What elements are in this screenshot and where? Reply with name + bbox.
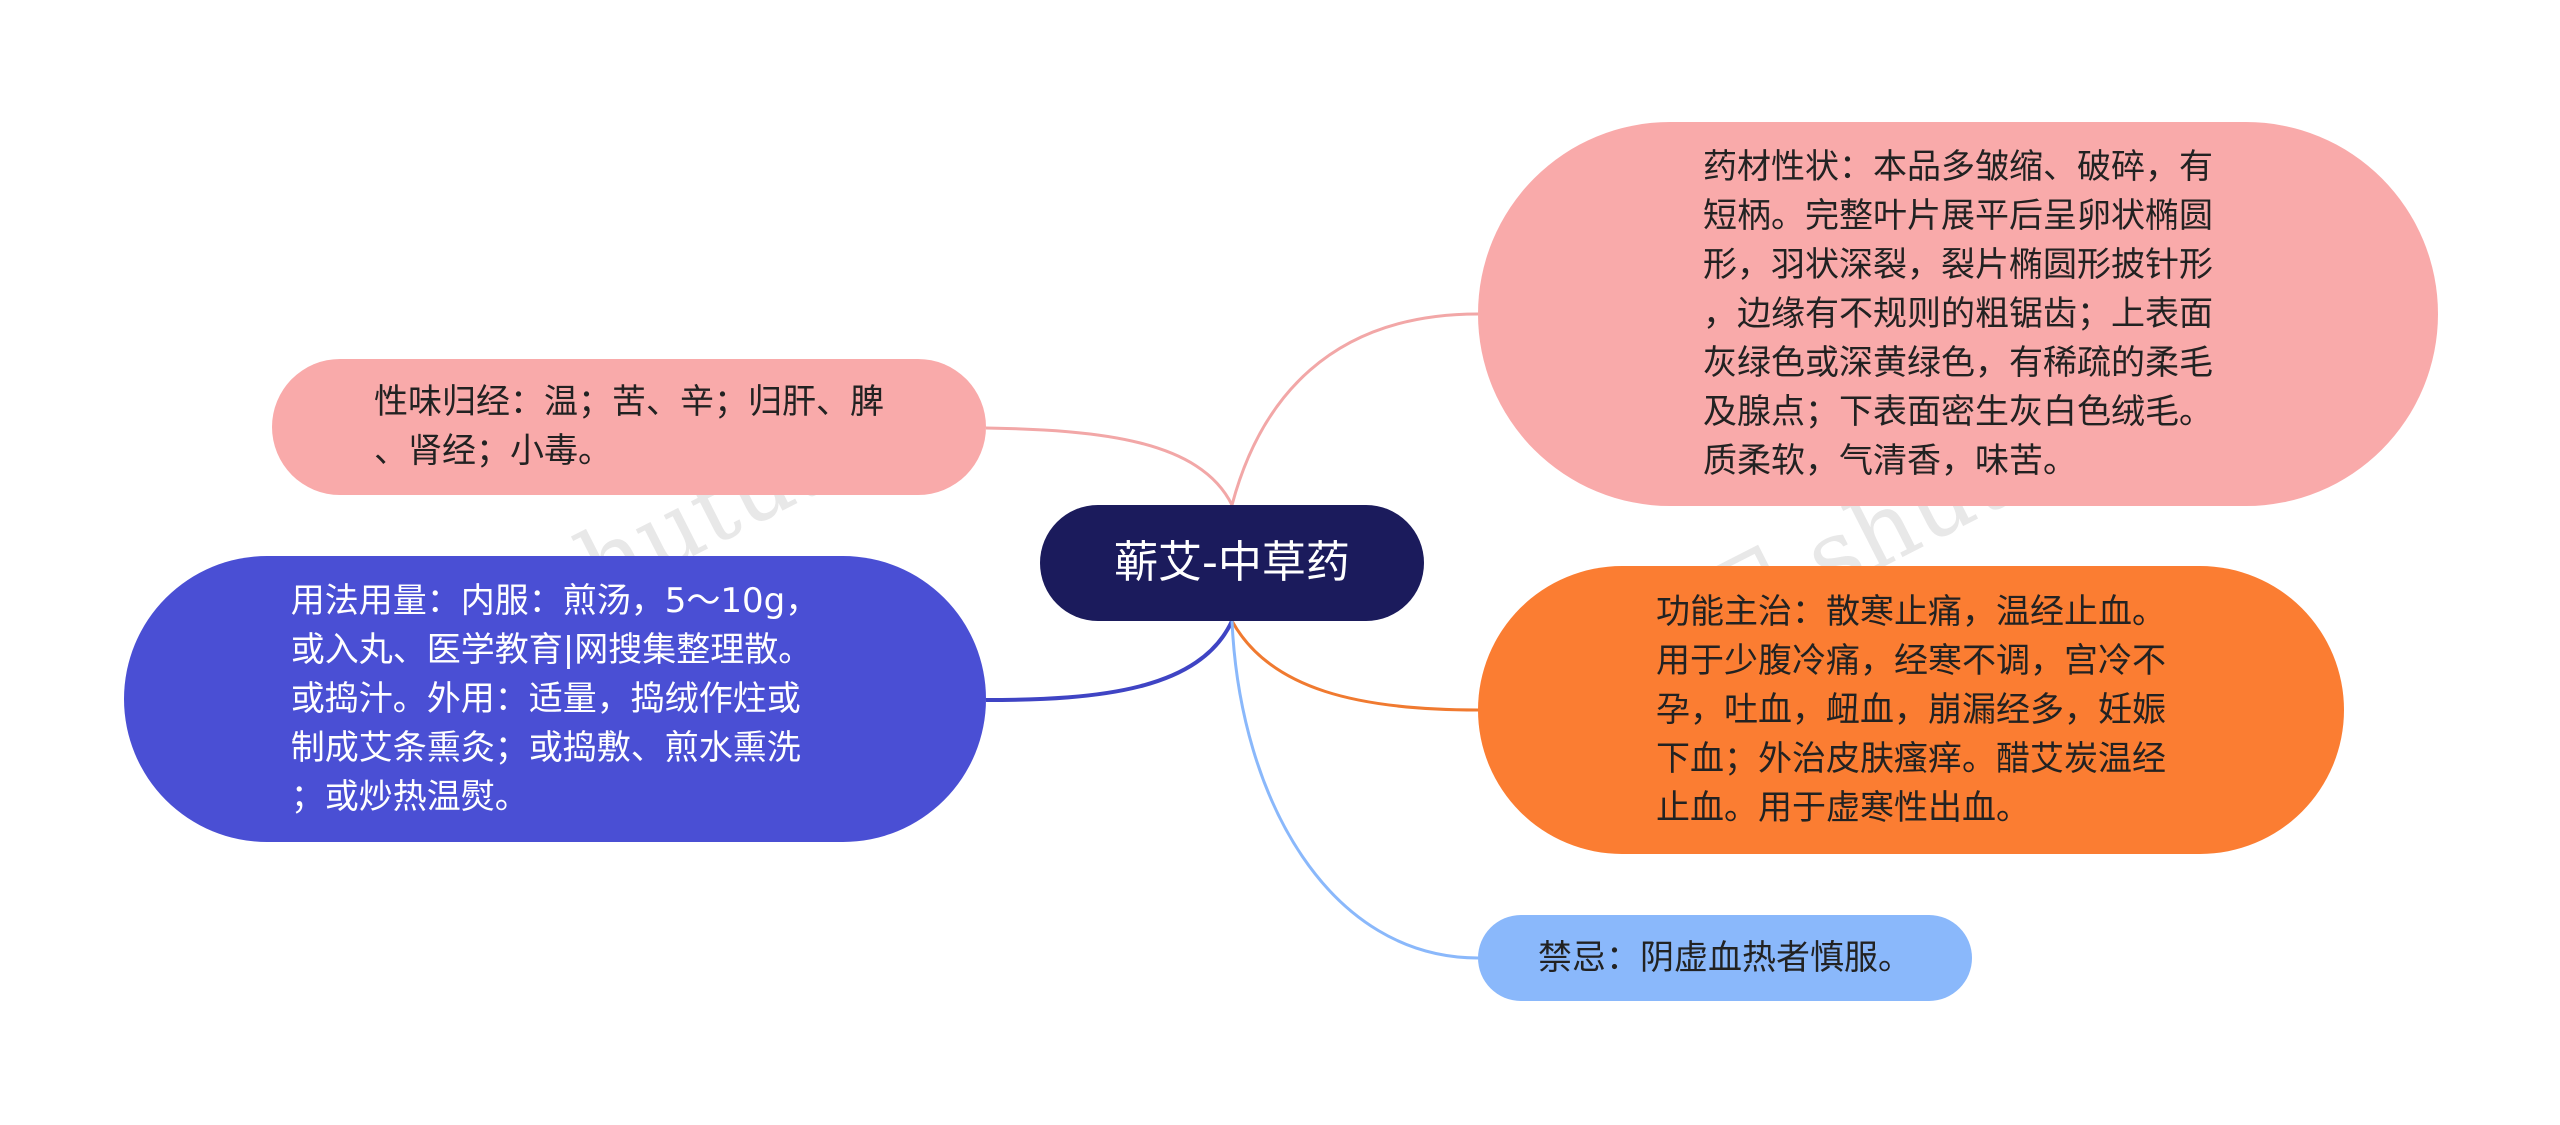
edge-xingwei bbox=[985, 426, 1234, 506]
topic-xingwei-guijing-text: 性味归经：温；苦、辛；归肝、脾 、肾经；小毒。 bbox=[374, 382, 884, 471]
topic-jinji-text: 禁忌：阴虚血热者慎服。 bbox=[1538, 937, 1912, 978]
topic-xingwei-guijing[interactable]: 性味归经：温；苦、辛；归肝、脾 、肾经；小毒。 bbox=[272, 359, 986, 495]
edge-gongneng bbox=[1230, 620, 1479, 712]
edge-yongfa bbox=[985, 620, 1234, 702]
topic-jinji[interactable]: 禁忌：阴虚血热者慎服。 bbox=[1478, 915, 1972, 1001]
topic-gongneng-zhuzhi-text: 功能主治：散寒止痛，温经止血。 用于少腹冷痛，经寒不调，宫冷不 孕，吐血，衄血，… bbox=[1656, 591, 2166, 828]
central-topic-label: 蕲艾-中草药 bbox=[1114, 537, 1350, 588]
edge-jinji bbox=[1230, 620, 1479, 960]
topic-yaocai-xingzhuang[interactable]: 药材性状：本品多皱缩、破碎，有 短柄。完整叶片展平后呈卵状椭圆 形，羽状深裂，裂… bbox=[1478, 122, 2438, 506]
edge-yaocai bbox=[1230, 312, 1479, 506]
topic-yongfa-yongliang-text: 用法用量：内服：煎汤，5～10g， 或入丸、医学教育|网搜集整理散。 或捣汁。外… bbox=[290, 580, 820, 817]
topic-yongfa-yongliang[interactable]: 用法用量：内服：煎汤，5～10g， 或入丸、医学教育|网搜集整理散。 或捣汁。外… bbox=[124, 556, 986, 842]
topic-gongneng-zhuzhi[interactable]: 功能主治：散寒止痛，温经止血。 用于少腹冷痛，经寒不调，宫冷不 孕，吐血，衄血，… bbox=[1478, 566, 2344, 854]
topic-yaocai-xingzhuang-text: 药材性状：本品多皱缩、破碎，有 短柄。完整叶片展平后呈卵状椭圆 形，羽状深裂，裂… bbox=[1703, 146, 2213, 481]
central-topic[interactable]: 蕲艾-中草药 bbox=[1040, 505, 1424, 621]
